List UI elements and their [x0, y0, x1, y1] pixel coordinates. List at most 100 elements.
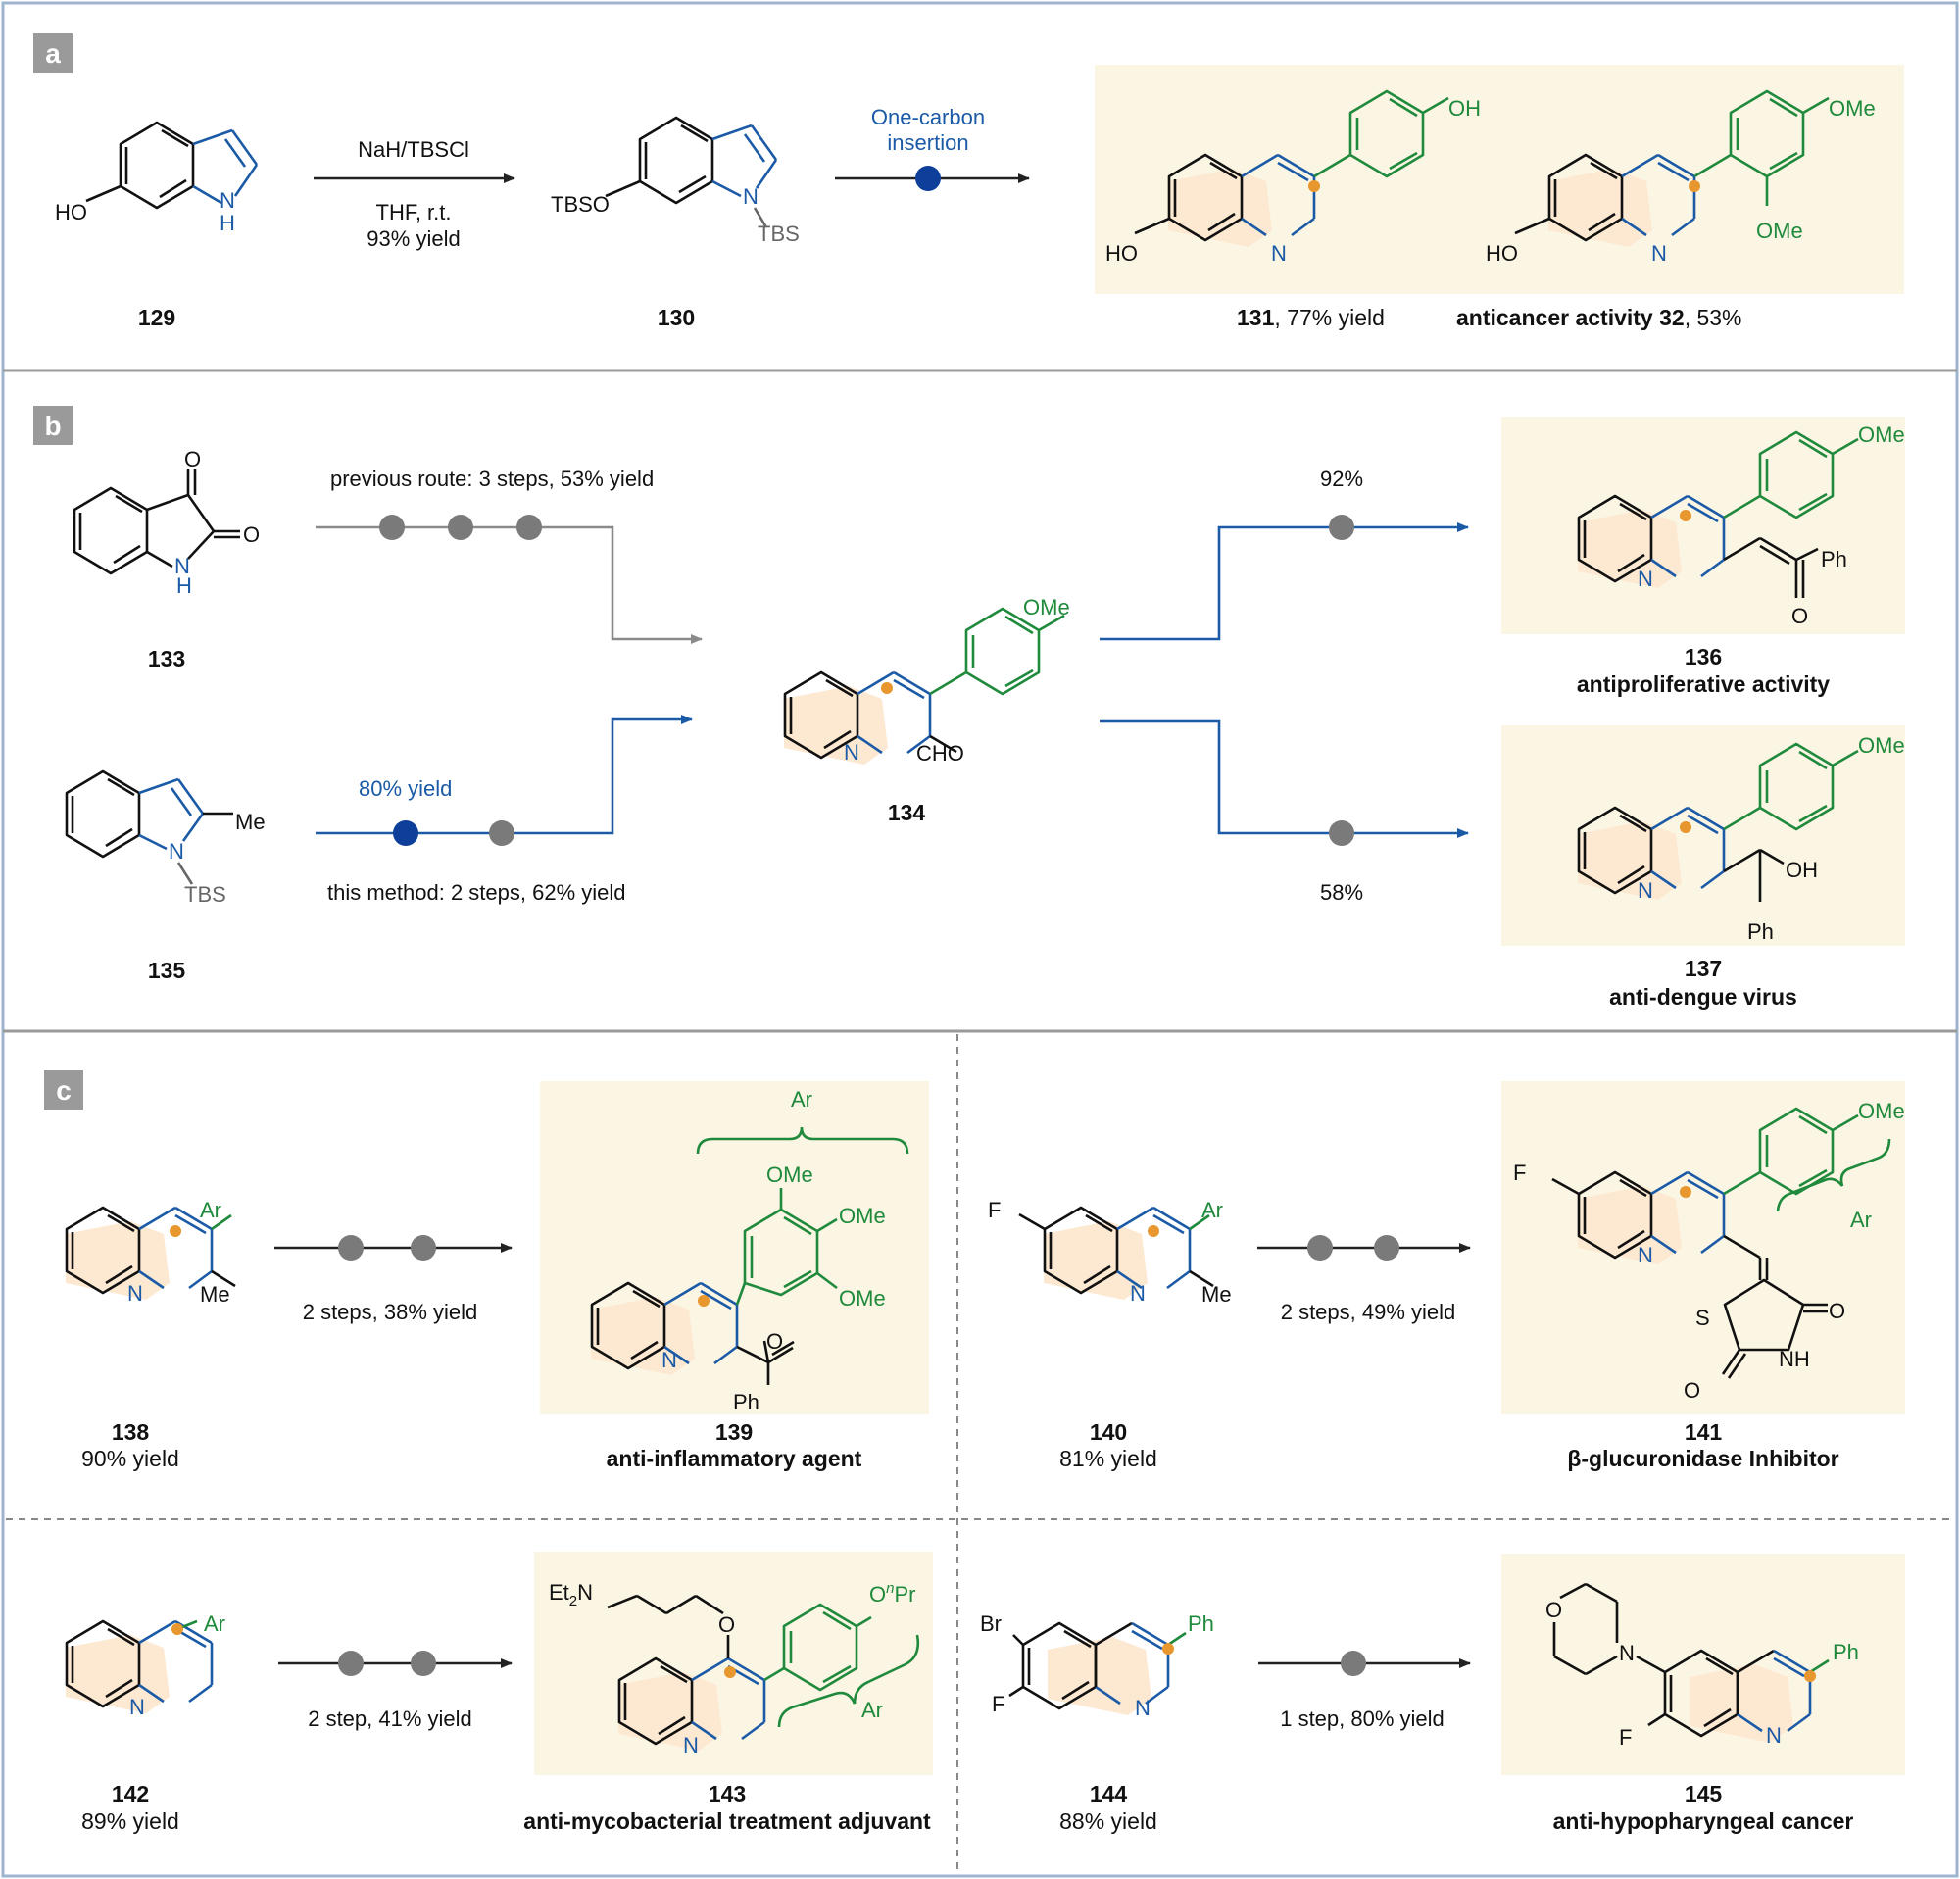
compound-label-140: 140: [1090, 1419, 1127, 1445]
atom-ar-140: Ar: [1201, 1198, 1223, 1222]
atom-n-131: N: [1271, 241, 1287, 266]
yield-93: 93% yield: [367, 226, 460, 251]
compound-145-highlight: [1501, 1554, 1905, 1775]
step-dot-141-2: [1374, 1235, 1399, 1261]
insertion-site-dot-141: [1680, 1186, 1691, 1198]
step-dot-143-1: [338, 1651, 364, 1676]
compound-label-32: anticancer activity 32, 53%: [1456, 305, 1742, 330]
atom-ph-145: Ph: [1833, 1640, 1859, 1664]
atom-ho: HO: [55, 200, 87, 224]
atom-n-141: N: [1638, 1243, 1653, 1267]
atom-ph-136: Ph: [1821, 547, 1847, 571]
yield-80-label: 80% yield: [359, 776, 452, 801]
atom-n-137: N: [1638, 878, 1653, 903]
activity-136: antiproliferative activity: [1577, 671, 1830, 697]
conditions-145: 1 step, 80% yield: [1280, 1706, 1445, 1731]
atom-o-139: O: [766, 1329, 783, 1354]
reagent-nah-tbscl: NaH/TBSCl: [358, 137, 469, 162]
compound-130-structure: [605, 116, 778, 228]
atom-ome-134: OMe: [1023, 595, 1070, 619]
compound-141-structure: [1551, 1107, 1859, 1379]
atom-nh-n: N: [220, 188, 235, 213]
compound-144-structure: [1008, 1621, 1187, 1715]
compound-131-structure: [1134, 89, 1449, 247]
atom-o-143: O: [718, 1612, 735, 1637]
insertion-site-dot-144: [1162, 1643, 1174, 1655]
panel-b-tag-box: [33, 406, 73, 445]
panel-c: c N Me Ar 138 90% yield: [44, 1070, 1905, 1834]
atom-n-134: N: [844, 740, 859, 765]
atom-nh-h: H: [220, 211, 235, 235]
insertion-site-dot-145: [1804, 1670, 1816, 1682]
conditions-139: 2 steps, 38% yield: [303, 1300, 478, 1324]
yield-138: 90% yield: [81, 1446, 179, 1471]
atom-ph-137: Ph: [1747, 919, 1774, 944]
atom-o-141b: O: [1684, 1378, 1700, 1403]
atom-f-145: F: [1619, 1725, 1632, 1750]
atom-n-140: N: [1130, 1281, 1146, 1306]
atom-ome-141: OMe: [1858, 1099, 1905, 1123]
this-method-dot-2: [489, 820, 514, 846]
atom-ho-131: HO: [1105, 241, 1138, 266]
compound-145-structure: [1552, 1582, 1830, 1743]
atom-ome-137: OMe: [1858, 733, 1905, 758]
activity-137: anti-dengue virus: [1609, 984, 1797, 1010]
atom-o-145: O: [1545, 1598, 1562, 1622]
panel-a-tag-box: [33, 33, 73, 73]
insertion-site-dot-142: [172, 1623, 183, 1635]
compound-135-structure: [65, 769, 233, 885]
insertion-label-line2: insertion: [887, 130, 968, 155]
compound-141-highlight: [1501, 1081, 1905, 1414]
step-dot-143-2: [411, 1651, 436, 1676]
atom-ome-139b: OMe: [839, 1204, 886, 1228]
insertion-site-dot-140: [1148, 1225, 1159, 1237]
atom-me-138: Me: [200, 1282, 230, 1307]
ar-brace-141: [1776, 1138, 1891, 1212]
compound-label-134: 134: [888, 800, 926, 825]
atom-n-133: N: [174, 554, 190, 578]
previous-route-label: previous route: 3 steps, 53% yield: [330, 467, 654, 491]
compound-32-structure: [1514, 89, 1830, 247]
compound-label-131: 131, 77% yield: [1237, 305, 1385, 330]
atom-o-133b: O: [243, 522, 260, 547]
compound-136-structure: [1577, 430, 1859, 598]
atom-me-140: Me: [1201, 1282, 1232, 1307]
this-method-dot-1: [393, 820, 418, 846]
condition-thf-rt: THF, r.t.: [376, 200, 452, 224]
atom-ome-32b: OMe: [1756, 219, 1803, 243]
atom-f-140: F: [988, 1198, 1001, 1222]
conditions-141: 2 steps, 49% yield: [1281, 1300, 1456, 1324]
compound-143-highlight: [534, 1552, 933, 1775]
atom-tbs-135: TBS: [184, 882, 226, 907]
atom-h-133: H: [176, 573, 192, 598]
atom-n-145b: N: [1766, 1723, 1782, 1748]
compound-label-137: 137: [1685, 956, 1722, 981]
atom-n-130: N: [743, 184, 759, 209]
atom-n-135: N: [169, 839, 184, 864]
insertion-site-dot-32: [1689, 180, 1700, 192]
insertion-site-dot-138: [170, 1225, 181, 1237]
compound-139-structure: [590, 1188, 838, 1385]
atom-n-144: N: [1135, 1696, 1151, 1720]
atom-me-135: Me: [235, 810, 266, 834]
compound-134-structure: [783, 607, 1065, 765]
compound-129-structure: [85, 121, 259, 210]
atom-ome-32a: OMe: [1829, 96, 1876, 121]
activity-139: anti-inflammatory agent: [607, 1446, 862, 1471]
activity-141: β-glucuronidase Inhibitor: [1567, 1446, 1838, 1471]
compound-label-142: 142: [112, 1781, 149, 1806]
atom-n-143: N: [683, 1733, 699, 1757]
compound-label-139: 139: [715, 1419, 753, 1445]
atom-tbs-130: TBS: [758, 222, 800, 246]
insertion-site-dot-139: [698, 1295, 710, 1307]
yield-142: 89% yield: [81, 1808, 179, 1834]
yield-92: 92%: [1320, 467, 1363, 491]
insertion-site-dot-143: [724, 1666, 736, 1678]
insertion-site-dot-134: [881, 682, 893, 694]
panel-b: b O O N H 133 previous route: 3 steps, 5…: [33, 406, 1905, 1010]
atom-ome-136: OMe: [1858, 422, 1905, 447]
activity-145: anti-hypopharyngeal cancer: [1553, 1808, 1854, 1834]
insertion-site-dot-136: [1680, 510, 1691, 521]
atom-n-32: N: [1651, 241, 1667, 266]
